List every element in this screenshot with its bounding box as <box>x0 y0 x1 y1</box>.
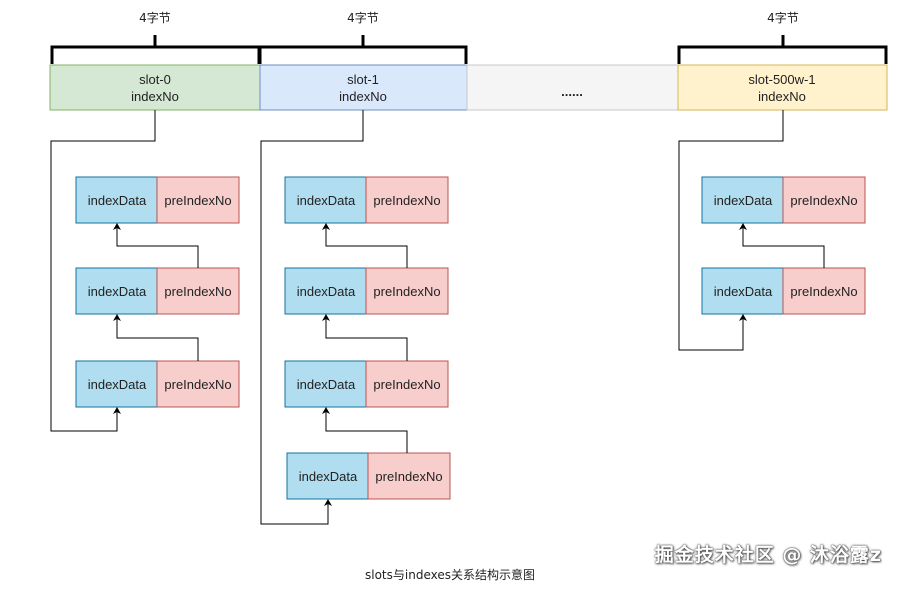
index-data-label: indexData <box>88 377 147 392</box>
brace-slot-1: 4字节 <box>258 10 468 64</box>
connector-arrow <box>113 223 199 268</box>
brace-label: 4字节 <box>139 10 171 25</box>
slot-name: slot-0 <box>139 72 171 87</box>
slot-field: indexNo <box>758 89 806 104</box>
pre-index-no-label: preIndexNo <box>790 193 857 208</box>
slot-field: indexNo <box>339 89 387 104</box>
index-data-label: indexData <box>297 193 356 208</box>
pre-index-no-label: preIndexNo <box>373 284 440 299</box>
brace-slot-0: 4字节 <box>50 10 261 64</box>
index-node: indexData preIndexNo <box>701 267 866 315</box>
brace-label: 4字节 <box>767 10 799 25</box>
pre-index-no-label: preIndexNo <box>164 377 231 392</box>
connector-arrow <box>322 407 408 453</box>
connector-arrow <box>739 223 825 268</box>
index-node: indexData preIndexNo <box>75 267 240 315</box>
slot-field: indexNo <box>131 89 179 104</box>
pre-index-no-label: preIndexNo <box>373 377 440 392</box>
watermark-text: 掘金技术社区 @ 沐浴露z <box>654 544 882 566</box>
connector-arrow <box>113 314 199 361</box>
brace-slot-last: 4字节 <box>677 10 888 64</box>
connector-arrow <box>678 110 784 351</box>
index-data-label: indexData <box>297 377 356 392</box>
slot-0: slot-0 indexNo <box>49 64 261 111</box>
index-node: indexData preIndexNo <box>284 360 449 408</box>
slot-name: slot-500w-1 <box>748 72 815 87</box>
slot-1: slot-1 indexNo <box>259 64 468 111</box>
ellipsis-text: ...... <box>561 84 583 99</box>
slot-name: slot-1 <box>347 72 379 87</box>
index-node: indexData preIndexNo <box>75 360 240 408</box>
index-data-label: indexData <box>714 193 773 208</box>
pre-index-no-label: preIndexNo <box>375 469 442 484</box>
index-data-label: indexData <box>88 193 147 208</box>
index-node: indexData preIndexNo <box>701 176 866 224</box>
index-node: indexData preIndexNo <box>284 176 449 224</box>
index-data-label: indexData <box>714 284 773 299</box>
pre-index-no-label: preIndexNo <box>164 193 231 208</box>
index-node: indexData preIndexNo <box>286 452 451 500</box>
pre-index-no-label: preIndexNo <box>790 284 857 299</box>
slot-ellipsis: ...... <box>466 64 679 111</box>
diagram-caption: slots与indexes关系结构示意图 <box>365 568 535 582</box>
index-data-label: indexData <box>88 284 147 299</box>
index-data-label: indexData <box>299 469 358 484</box>
brace-label: 4字节 <box>347 10 379 25</box>
connector-arrow <box>322 223 408 268</box>
connector-arrow <box>50 110 156 432</box>
connector-arrow <box>260 110 364 525</box>
slot-500w-1: slot-500w-1 indexNo <box>677 64 888 111</box>
connector-arrow <box>322 314 408 361</box>
index-node: indexData preIndexNo <box>75 176 240 224</box>
index-node: indexData preIndexNo <box>284 267 449 315</box>
pre-index-no-label: preIndexNo <box>164 284 231 299</box>
index-data-label: indexData <box>297 284 356 299</box>
pre-index-no-label: preIndexNo <box>373 193 440 208</box>
